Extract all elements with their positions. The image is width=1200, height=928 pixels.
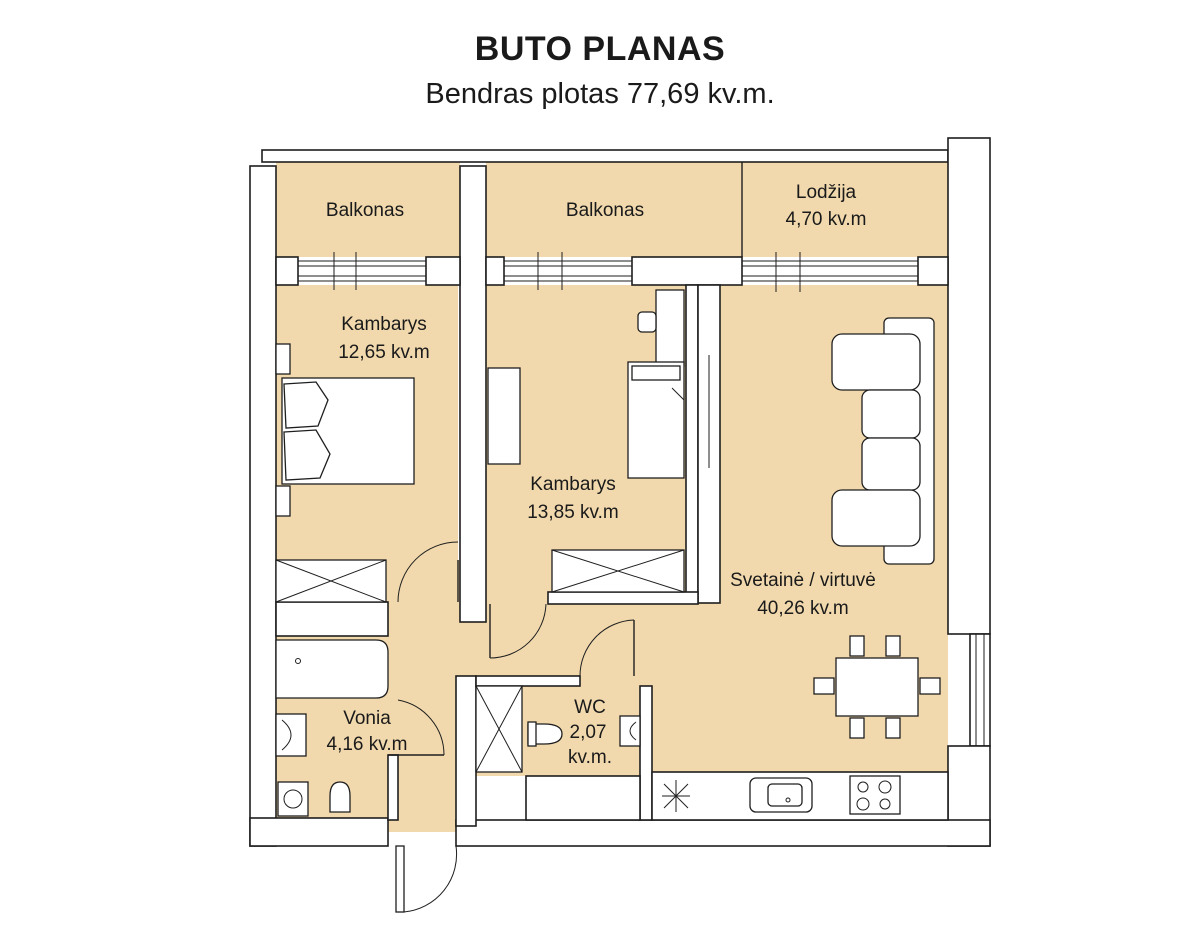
bedroom2-right-wall xyxy=(685,284,699,604)
washing-machine xyxy=(277,781,309,817)
loggia-area-label: 4,70 kv.m xyxy=(786,209,867,230)
bath-area-label: 4,16 kv.m xyxy=(327,734,408,755)
bath-toilet xyxy=(329,781,351,813)
facade-wall-mid-left xyxy=(425,256,461,286)
windows xyxy=(298,252,918,292)
wc-furniture xyxy=(475,685,641,773)
sofa xyxy=(831,317,935,565)
doors xyxy=(388,541,635,913)
wc-name-label: WC xyxy=(574,697,606,718)
loggia-area xyxy=(742,162,948,257)
facade-wall-mid-right xyxy=(631,256,743,286)
loggia-name-label: Lodžija xyxy=(796,182,857,203)
hall-wardrobe xyxy=(475,685,523,773)
bedroom1-area-label: 12,65 kv.m xyxy=(338,342,430,363)
outer-bottom-wall-left xyxy=(249,817,389,847)
facade-wall-right xyxy=(917,256,949,286)
wc-right-wall xyxy=(639,685,653,821)
balcony-left-label: Balkonas xyxy=(326,200,404,221)
wc-bottom-wall xyxy=(525,775,641,821)
living-area-label: 40,26 kv.m xyxy=(757,598,849,619)
outer-left-wall xyxy=(249,165,277,847)
wc-area-label-2: kv.m. xyxy=(568,747,612,768)
window-bedroom2 xyxy=(504,252,632,290)
wardrobe-bedroom2 xyxy=(551,549,685,593)
bedroom2-area-label: 13,85 kv.m xyxy=(527,502,619,523)
living-name-label: Svetainė / virtuvė xyxy=(730,570,876,591)
room-labels: Balkonas Balkonas Lodžija 4,70 kv.m Kamb… xyxy=(326,182,876,768)
bedroom1-name-label: Kambarys xyxy=(341,314,427,335)
outer-right-column xyxy=(947,137,991,635)
stove-top xyxy=(849,775,901,815)
window-bedroom1 xyxy=(298,252,426,290)
wc-left-wall xyxy=(455,675,477,827)
pillow-2 xyxy=(283,429,331,481)
facade-wall-mid xyxy=(485,256,505,286)
kitchen-sink xyxy=(749,777,813,813)
entry-area xyxy=(388,770,456,832)
page-title: BUTO PLANAS xyxy=(474,30,726,68)
bedroom1-bottom-wall xyxy=(275,601,389,637)
single-bed-pillow xyxy=(631,365,681,381)
living-furniture xyxy=(662,317,941,815)
bedroom1-furniture xyxy=(275,343,415,603)
bedroom2-name-label: Kambarys xyxy=(530,474,616,495)
balcony-left-area xyxy=(276,162,460,257)
wardrobe-bedroom1 xyxy=(275,559,387,603)
door-bedroom1 xyxy=(397,541,459,603)
bathtub xyxy=(275,639,389,699)
dining-table-set xyxy=(813,635,941,739)
bath-sink xyxy=(275,713,307,757)
fridge-icon xyxy=(662,780,690,812)
bath-furniture xyxy=(275,639,389,817)
balcony-mid-label: Balkonas xyxy=(566,200,644,221)
balcony-mid-area xyxy=(486,162,742,257)
outer-bottom-wall xyxy=(455,819,991,847)
wc-top-wall xyxy=(475,675,581,687)
single-bed xyxy=(627,361,685,479)
facade-wall-left xyxy=(275,256,299,286)
balcony-divider-left xyxy=(459,165,487,623)
door-bedroom2 xyxy=(489,603,547,659)
wc-area-label-1: 2,07 xyxy=(570,722,607,743)
bath-right-wall xyxy=(387,754,399,821)
bath-name-label: Vonia xyxy=(343,708,391,729)
entry-door xyxy=(395,845,458,913)
nightstand-top xyxy=(275,343,291,375)
desk xyxy=(487,367,521,465)
right-window xyxy=(969,633,991,747)
bookshelf xyxy=(655,289,685,367)
desk-chair xyxy=(637,311,657,333)
top-parapet xyxy=(261,149,949,163)
bedroom2-furniture xyxy=(487,289,685,593)
pillow-1 xyxy=(283,381,329,429)
door-bath xyxy=(388,699,445,756)
bedroom2-bottom-wall xyxy=(547,591,699,605)
nightstand-bottom xyxy=(275,485,291,517)
total-area-subtitle: Bendras plotas 77,69 kv.m. xyxy=(425,78,775,110)
door-wc xyxy=(579,619,635,677)
window-living xyxy=(742,252,918,292)
